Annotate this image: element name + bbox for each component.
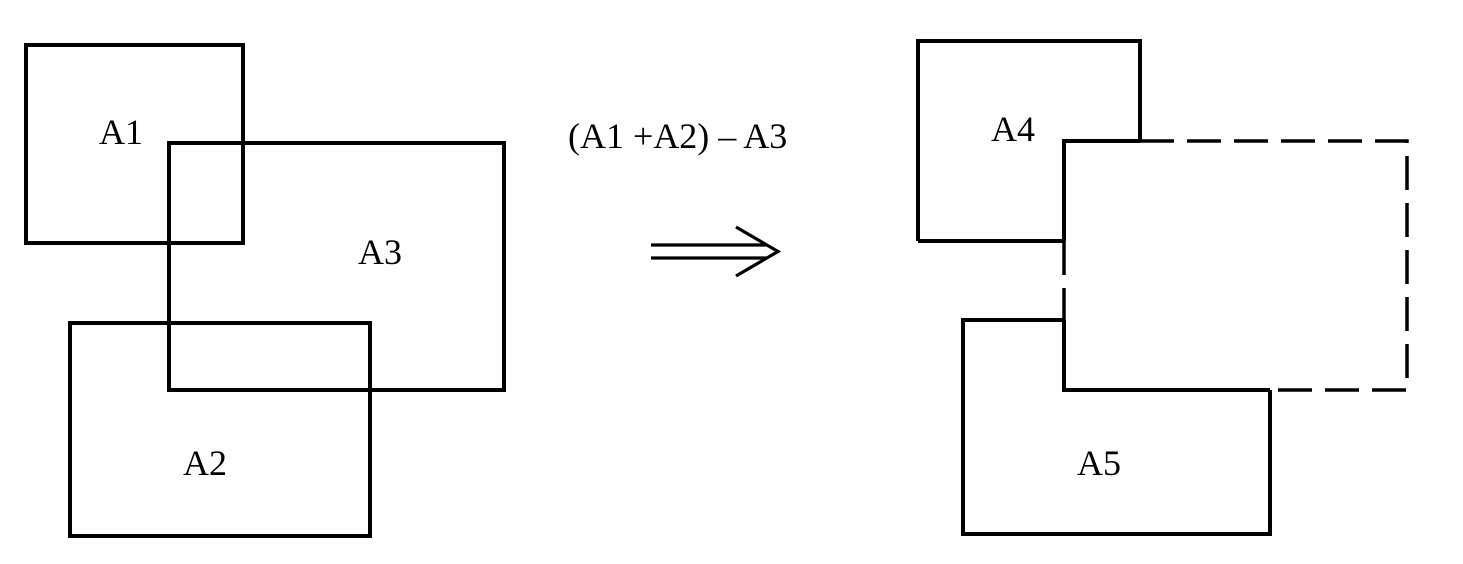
region-a5-label: A5 [1077,443,1121,483]
region-a4-outline [916,39,1142,243]
operation-formula: (A1 +A2) – A3 [568,116,787,156]
subtracted-region-dashed-outline [1140,139,1409,392]
region-a5-outline [961,318,1272,536]
region-a1-label: A1 [99,112,143,152]
region-a3-box [167,141,506,392]
cut-edge-solid [1062,139,1270,392]
result-regions: A4 A5 [916,39,1409,536]
region-a3-label: A3 [358,232,402,272]
region-a4-label: A4 [991,109,1035,149]
region-a2-box [68,321,372,538]
input-regions: A1 A3 A2 [24,43,506,538]
region-a2-label: A2 [183,443,227,483]
operation: (A1 +A2) – A3 [568,116,787,278]
double-right-arrow-icon [651,225,782,278]
